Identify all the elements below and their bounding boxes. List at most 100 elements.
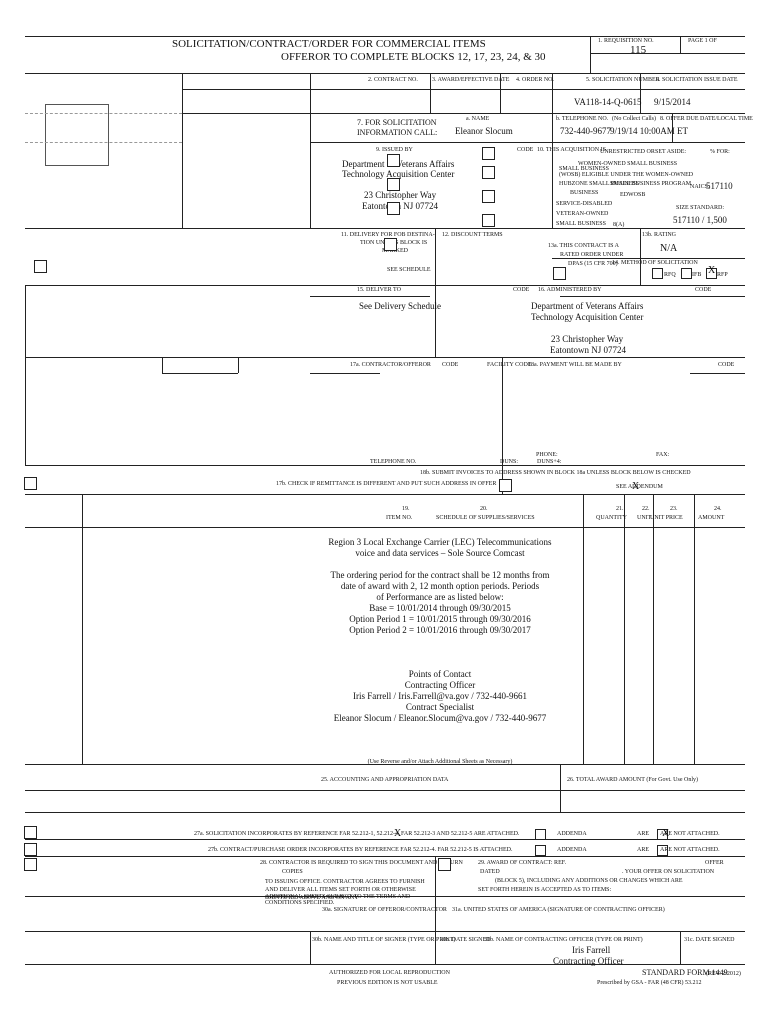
checkbox-block11[interactable] <box>34 260 47 273</box>
block17-facility-label: FACILITY CODE <box>487 362 532 368</box>
block10-small-business: SMALL BUSINESS <box>559 166 609 172</box>
block14-ifb: IFB <box>692 272 702 278</box>
checkbox-small-business[interactable] <box>482 166 495 179</box>
checkbox-27b-addenda[interactable] <box>535 845 546 856</box>
checkbox-27a-addenda[interactable] <box>535 829 546 840</box>
header-left-rule <box>25 113 182 114</box>
block8-due-label: 8. OFFER DUE DATE/LOCAL TIME <box>660 116 753 122</box>
checkbox-27b[interactable] <box>24 843 37 856</box>
schedule-line: of Performance are as listed below: <box>376 592 504 602</box>
block10-size-value: 517110 / 1,500 <box>673 215 727 225</box>
block16-label: 16. ADMINISTERED BY <box>538 287 602 293</box>
block7-phone-value: 732-440-9677 <box>560 126 611 136</box>
checkbox-block9-c[interactable] <box>387 202 400 215</box>
block15-code-label: CODE <box>513 287 530 293</box>
block7-label-line1: 7. FOR SOLICITATION <box>357 118 437 127</box>
block17-telephone-label: TELEPHONE NO. <box>370 459 417 465</box>
checkbox-ifb[interactable] <box>681 268 692 279</box>
issued-by-line3: 23 Christopher Way <box>364 190 437 200</box>
block27b-are: ARE <box>637 847 649 853</box>
block28-copies: COPIES <box>282 869 303 875</box>
schedule-line: Option Period 2 = 10/01/2016 through 09/… <box>349 625 531 635</box>
checkbox-rfq[interactable] <box>652 268 663 279</box>
block8-due-value: 9/19/14 10:00AM ET <box>610 126 688 136</box>
block10-8a: 8(A) <box>613 222 625 228</box>
block16-line3: 23 Christopher Way <box>551 334 624 344</box>
checkbox-remittance[interactable] <box>24 477 37 490</box>
reverse-note: (Use Reverse and/or Attach Additional Sh… <box>367 759 513 765</box>
checkbox-block9-b[interactable] <box>387 178 400 191</box>
block27b-text: 27b. CONTRACT/PURCHASE ORDER INCORPORATE… <box>208 847 513 853</box>
block17-code-label: CODE <box>442 362 459 368</box>
block10-sdvosb2: VETERAN-OWNED <box>556 211 609 217</box>
block7-no-collect: (No Collect Calls) <box>612 116 656 122</box>
checkbox-block9-a[interactable] <box>387 154 400 167</box>
page-of-label: PAGE 1 OF <box>688 38 717 44</box>
block10-label: 10. THIS ACQUISITION IS <box>537 147 606 153</box>
block18-see-addendum: SEE ADDENDUM <box>616 484 663 490</box>
block10-size-label: SIZE STANDARD: <box>676 205 725 211</box>
solicitation-no-label: 5. SOLICITATION NUMBER <box>586 77 660 83</box>
block10-set-aside: SET ASIDE: <box>655 149 687 155</box>
block16-line4: Eatontown NJ 07724 <box>550 345 626 355</box>
checkbox-block11-marked[interactable] <box>384 238 397 251</box>
checkbox-28[interactable] <box>24 858 37 871</box>
block12-label: 12. DISCOUNT TERMS <box>442 232 503 238</box>
block29-line4: SET FORTH HEREIN IS ACCEPTED AS TO ITEMS… <box>478 887 612 893</box>
col19-num: 19. <box>402 506 410 512</box>
block28-line1: 28. CONTRACTOR IS REQUIRED TO SIGN THIS … <box>260 860 463 866</box>
checkbox-29[interactable] <box>438 858 451 871</box>
block13-rating-value: N/A <box>660 243 678 254</box>
block25-label: 25. ACCOUNTING AND APPROPRIATION DATA <box>321 777 449 783</box>
checkbox-sdvosb[interactable] <box>482 214 495 227</box>
block27a-are: ARE <box>637 831 649 837</box>
block29-offer: OFFER <box>705 860 724 866</box>
footer-prescribed: Prescribed by GSA - FAR (48 CFR) 53.212 <box>597 980 702 986</box>
footer-line1: AUTHORIZED FOR LOCAL REPRODUCTION <box>329 970 450 976</box>
checkbox-17b[interactable] <box>499 479 512 492</box>
schedule-line: Contracting Officer <box>404 680 476 690</box>
col20-num: 20. <box>480 506 488 512</box>
checkbox-27a[interactable] <box>24 826 37 839</box>
form-title-line2: OFFEROR TO COMPLETE BLOCKS 12, 17, 23, 2… <box>281 51 546 63</box>
block17-label: 17a. CONTRACTOR/OFFEROR <box>350 362 431 368</box>
block28-line2: TO ISSUING OFFICE. CONTRACTOR AGREES TO … <box>265 879 425 901</box>
col24-num: 24. <box>714 506 722 512</box>
checkbox-hubzone[interactable] <box>482 190 495 203</box>
block14-label: 14. METHOD OF SOLICITATION <box>612 260 698 266</box>
contracting-officer-name: Iris Farrell <box>572 945 611 955</box>
checkbox-block13[interactable] <box>553 267 566 280</box>
footer-form: STANDARD FORM 1449 <box>642 968 728 977</box>
block14-rfp: RFP <box>717 272 728 278</box>
order-no-label: 4. ORDER NO. <box>516 77 555 83</box>
block10-sdvosb1: SERVICE-DISABLED <box>556 201 613 207</box>
block16-line1: Department of Veterans Affairs <box>531 301 644 311</box>
col23-header: UNIT PRICE <box>650 515 683 521</box>
solicitation-number: VA118-14-Q-0615 <box>574 97 642 107</box>
block16-line2: Technology Acquisition Center <box>531 312 644 322</box>
block7-name-value: Eleanor Slocum <box>455 126 513 136</box>
issued-by-label: 9. ISSUED BY <box>376 147 413 153</box>
col20-header: SCHEDULE OF SUPPLIES/SERVICES <box>436 515 535 521</box>
checkbox-27a-are-not[interactable] <box>657 829 668 840</box>
block29-line3: (BLOCK 5), INCLUDING ANY ADDITIONS OR CH… <box>495 878 683 884</box>
block26-label: 26. TOTAL AWARD AMOUNT (For Govt. Use On… <box>567 777 698 783</box>
block13-line1: 13a. THIS CONTRACT IS A <box>548 243 619 249</box>
contracting-officer-title: Contracting Officer <box>553 956 624 966</box>
checkbox-unrestricted[interactable] <box>482 147 495 160</box>
checkbox-rfp[interactable] <box>706 268 717 279</box>
block29-line1: 29. AWARD OF CONTRACT: REF. <box>478 860 567 866</box>
block27a-are-not-mark: X <box>662 828 670 839</box>
block29-line2b: . YOUR OFFER ON SOLICITATION <box>622 869 715 875</box>
schedule-line: date of award with 2, 12 month option pe… <box>340 581 540 591</box>
col22-num: 22. <box>642 506 650 512</box>
checkbox-27b-are-not[interactable] <box>657 845 668 856</box>
block30c-label: 30c. DATE SIGNED <box>440 937 491 943</box>
schedule-line: Region 3 Local Exchange Carrier (LEC) Te… <box>328 537 552 547</box>
col21-header: QUANTITY <box>596 515 627 521</box>
block18-addendum-mark: X <box>632 481 640 492</box>
checkbox-header-left[interactable] <box>45 104 109 166</box>
block31b-label: 31b. NAME OF CONTRACTING OFFICER (TYPE O… <box>484 937 643 943</box>
block10-wosb2: (WOSB) ELIGIBLE UNDER THE WOMEN-OWNED <box>559 172 694 178</box>
block27a-addenda: ADDENDA <box>557 831 587 837</box>
